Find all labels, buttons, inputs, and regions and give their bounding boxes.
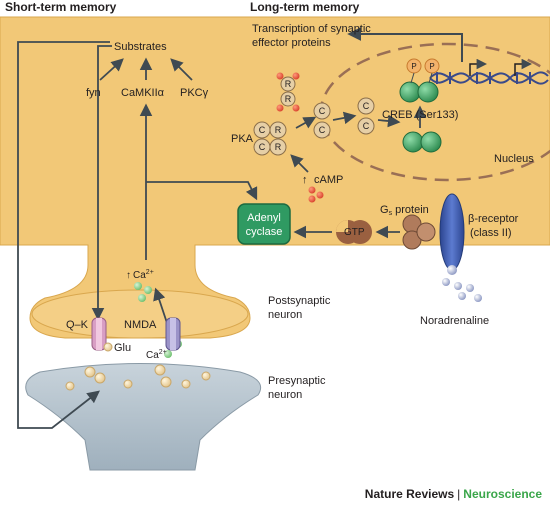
- label-postsynaptic-line2: neuron: [268, 309, 302, 321]
- svg-text:R: R: [285, 94, 292, 104]
- svg-text:R: R: [275, 142, 282, 152]
- label-gs-protein: Gs protein: [380, 204, 429, 217]
- qk-receptor: [91, 317, 107, 351]
- label-glu: Glu: [114, 342, 131, 354]
- pka-regulatory-subunits: R R: [276, 72, 300, 112]
- label-creb: CREB (Ser133): [382, 109, 458, 121]
- creb-on-dna: P P: [399, 58, 440, 103]
- label-nmda: NMDA: [124, 319, 157, 331]
- label-pka: PKA: [231, 133, 254, 145]
- label-substrates: Substrates: [114, 41, 167, 53]
- svg-text:C: C: [259, 125, 266, 135]
- label-adenyl-line2: cyclase: [246, 226, 283, 238]
- label-ca-influx: Ca2+: [146, 349, 167, 361]
- svg-text:C: C: [363, 101, 370, 111]
- arrow-camp-to-pka: [290, 154, 309, 173]
- label-adenyl-line1: Adenyl: [247, 212, 281, 224]
- svg-text:R: R: [285, 79, 292, 89]
- label-pkc: PKCγ: [180, 87, 209, 99]
- transcription-start-arrow: [514, 58, 533, 76]
- gs-protein: [402, 214, 436, 250]
- label-camp-arrow: ↑: [302, 174, 308, 186]
- arrow-pka-dissociation: [295, 116, 317, 129]
- label-presynaptic-line2: neuron: [268, 389, 302, 401]
- arrow-c-to-nucleus: [332, 111, 357, 125]
- pka-holoenzyme: C R C R: [253, 121, 287, 156]
- label-presynaptic-line1: Presynaptic: [268, 375, 326, 387]
- label-ca-increase: ↑Ca2+: [126, 269, 154, 281]
- arrow-c-to-creb: [377, 114, 401, 128]
- beta-receptor: [439, 193, 465, 271]
- pka-catalytic-subunits: C C C C: [313, 97, 375, 139]
- label-transcription-line1: Transcription of synaptic: [252, 23, 371, 35]
- heading-long-term-memory: Long-term memory: [250, 0, 360, 14]
- svg-text:C: C: [319, 125, 326, 135]
- arrow-substrates-to-presynaptic: [17, 41, 110, 429]
- camp-molecules: [308, 186, 324, 203]
- phosphate-label: P: [411, 62, 416, 71]
- arrow-pkc-to-substrates: [170, 58, 193, 81]
- svg-text:C: C: [363, 121, 370, 131]
- gtp-molecule: [336, 220, 372, 245]
- arrow-calcium-to-adenyl-cyclase: [146, 181, 258, 201]
- label-nucleus: Nucleus: [494, 153, 534, 165]
- glutamate-molecules: [65, 342, 211, 391]
- label-qk: Q–K: [66, 319, 89, 331]
- brand-name: Nature Reviews: [364, 487, 455, 501]
- arrow-substrates-to-qk: [91, 45, 112, 321]
- credit-separator: |: [457, 487, 461, 501]
- journal-name: Neuroscience: [463, 487, 542, 501]
- svg-text:R: R: [275, 125, 282, 135]
- label-camkii: CaMKIIα: [121, 87, 165, 99]
- label-beta-receptor-line1: β-receptor: [468, 213, 519, 225]
- label-fyn: fyn: [86, 87, 101, 99]
- label-camp: cAMP: [314, 174, 343, 186]
- arrow-fyn-to-substrates: [99, 58, 124, 81]
- transcription-start-arrow: [469, 58, 488, 76]
- svg-text:C: C: [259, 142, 266, 152]
- presynaptic-terminal: [25, 363, 262, 471]
- label-beta-receptor-line2: (class II): [470, 227, 512, 239]
- heading-short-term-memory: Short-term memory: [5, 0, 117, 14]
- nmda-receptor: [165, 317, 181, 351]
- svg-text:C: C: [319, 106, 326, 116]
- creb-free: [402, 131, 442, 153]
- postsynaptic-spine-head: [31, 289, 249, 339]
- label-transcription-line2: effector proteins: [252, 37, 331, 49]
- label-postsynaptic-line1: Postsynaptic: [268, 295, 331, 307]
- phosphate-label: P: [429, 62, 434, 71]
- label-noradrenaline: Noradrenaline: [420, 315, 489, 327]
- transcription-output-arrow: [347, 27, 463, 62]
- noradrenaline-molecules: [442, 265, 482, 302]
- journal-credit: Nature Reviews|Neuroscience: [365, 487, 542, 501]
- label-gtp: GTP: [344, 227, 365, 238]
- adenyl-cyclase: [237, 203, 291, 245]
- dna-helix: [429, 71, 549, 85]
